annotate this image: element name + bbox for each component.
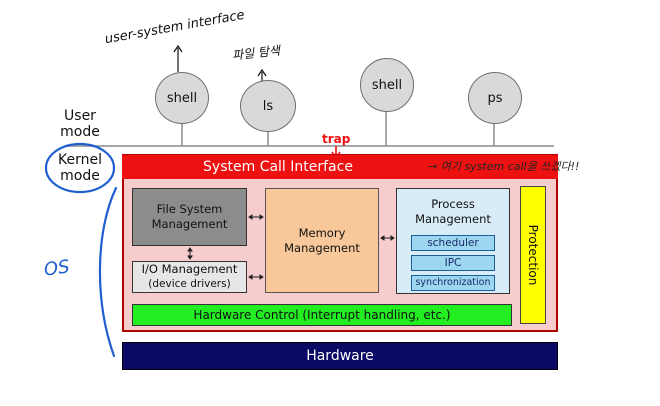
synchronization-box: synchronization (411, 275, 495, 291)
system-call-annotation: → 여기 system call을 쓰겠다!! (428, 160, 580, 173)
user-mode-label: User mode (60, 108, 100, 140)
ipc-label: IPC (444, 257, 462, 269)
process-label: ls (262, 98, 274, 114)
hardware-label: Hardware (306, 348, 374, 364)
process-label: shell (371, 77, 403, 93)
trap-label: trap (322, 132, 351, 146)
process-label: ps (487, 90, 503, 106)
device-drivers-label: (device drivers) (148, 278, 231, 290)
protection-box: Protection (520, 186, 546, 324)
process-label: shell (166, 90, 198, 106)
memory-management-box: Memory Management (265, 188, 379, 293)
kernel-mode-circle-mark (44, 142, 116, 194)
io-management-label: I/O Management (141, 262, 238, 276)
file-system-management-label: File System Management (151, 202, 228, 231)
hardware-control-label: Hardware Control (Interrupt handling, et… (193, 308, 451, 322)
process-shell-2: shell (360, 58, 414, 112)
process-shell-1: shell (155, 72, 209, 124)
scheduler-label: scheduler (427, 237, 479, 249)
arrow-to-shell (173, 44, 183, 72)
system-call-interface-bar-right (434, 155, 558, 179)
system-call-interface-bar: System Call Interface (122, 155, 434, 179)
scheduler-box: scheduler (411, 235, 495, 251)
kernel-mode-label: Kernel mode (58, 152, 102, 184)
process-management-label: Process Management (415, 197, 491, 226)
io-management-box: I/O Management (device drivers) (132, 261, 247, 293)
memory-management-label: Memory Management (284, 225, 360, 255)
process-ls: ls (240, 80, 296, 132)
process-management-box: Process Management scheduler IPC synchro… (396, 188, 510, 294)
os-bracket-mark (98, 186, 118, 358)
ipc-box: IPC (411, 255, 495, 271)
process-ps: ps (468, 72, 522, 124)
hardware-control-bar: Hardware Control (Interrupt handling, et… (132, 304, 512, 326)
hardware-bar: Hardware (122, 342, 558, 370)
file-system-management-box: File System Management (132, 188, 247, 246)
system-call-interface-label: System Call Interface (203, 159, 353, 175)
synchronization-label: synchronization (415, 277, 491, 288)
